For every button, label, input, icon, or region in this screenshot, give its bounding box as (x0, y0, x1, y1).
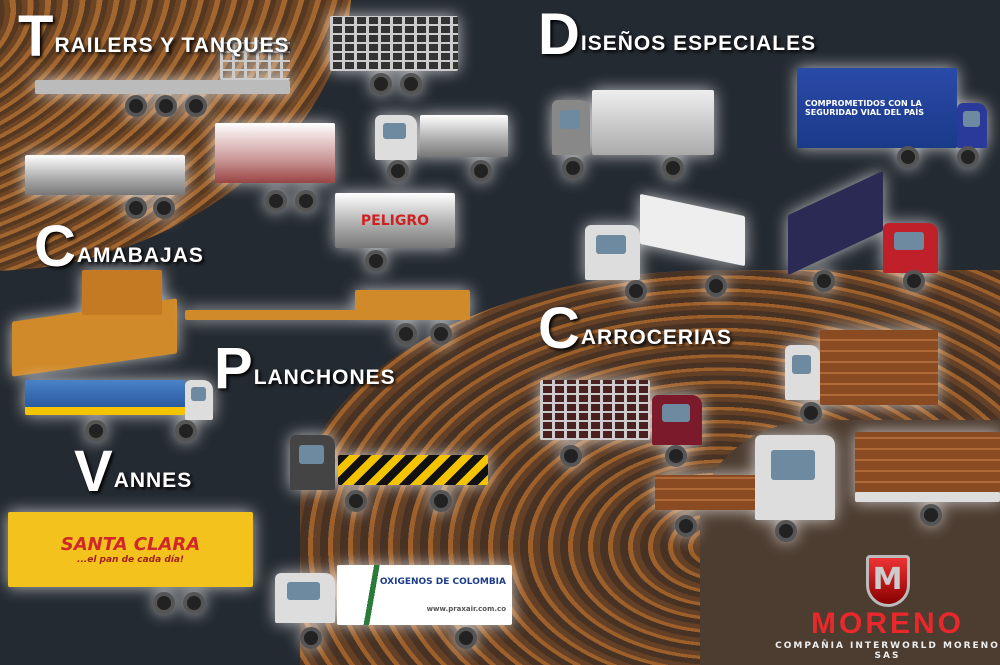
stake-bed-truck-image (540, 375, 705, 485)
oxigenos-label: OXIGENOS DE COLOMBIA (379, 577, 506, 587)
heading-rest: ANNES (113, 469, 193, 492)
shield-logo-icon: M (865, 555, 910, 607)
heading-rest: LANCHONES (253, 366, 396, 389)
heading-camabajas: CAMABAJAS (34, 218, 204, 276)
tanker-label: PELIGRO (360, 212, 430, 229)
heading-vannes: VANNES (74, 443, 192, 501)
tanker-truck-image (375, 110, 510, 185)
heading-initial: D (538, 2, 581, 67)
heading-initial: T (18, 4, 55, 69)
heading-rest: RAILERS Y TANQUES (54, 34, 290, 57)
logo-mark: M (872, 562, 903, 597)
company-tagline: COMPAÑIA INTERWORLD MORENO SAS (775, 641, 1000, 661)
van-slogan-text: ...el pan de cada día! (76, 555, 185, 565)
heading-initial: V (74, 439, 114, 504)
heading-initial: C (538, 296, 581, 361)
tank-trailer-image (25, 155, 190, 220)
curtain-side-truck-image: COMPROMETIDOS CON LA SEGURIDAD VIAL DEL … (797, 68, 992, 168)
heading-carrocerias: CARROCERIAS (538, 300, 732, 358)
lowboy-trailer-image (185, 285, 475, 355)
heading-planchones: PLANCHONES (214, 340, 396, 398)
hazmat-tank-trailer-image (205, 118, 335, 223)
tipper-truck-image (585, 193, 750, 305)
heading-initial: P (214, 336, 254, 401)
santa-clara-van-trailer-image: SANTA CLARA ...el pan de cada día! (8, 512, 253, 622)
heading-trailers-y-tanques: TRAILERS Y TANQUES (18, 8, 290, 66)
peligro-tanker-image: PELIGRO (335, 188, 460, 278)
cattle-trailer-image (330, 8, 460, 103)
heading-rest: AMABAJAS (76, 244, 204, 267)
website-text: www.praxair.com.co (426, 605, 506, 613)
lowboy-ramp-image (12, 265, 182, 377)
heading-disenos-especiales: DISEÑOS ESPECIALES (538, 6, 816, 64)
flatbed-crane-truck-image (25, 375, 215, 450)
moreno-logo: M MORENO COMPAÑIA INTERWORLD MORENO SAS (775, 555, 1000, 661)
heading-rest: ARROCERIAS (580, 326, 733, 349)
van-brand-text: SANTA CLARA (60, 534, 201, 555)
heading-initial: C (34, 214, 77, 279)
dump-box-truck-image (552, 85, 717, 185)
wood-side-truck-image (785, 320, 940, 430)
flatbed-trailer-image (30, 40, 295, 130)
heading-rest: ISEÑOS ESPECIALES (580, 32, 817, 55)
wood-stake-body-image (855, 432, 1000, 532)
white-cab-wood-bed-truck-image (655, 435, 840, 550)
flatbed-truck-image (290, 420, 490, 520)
oxigenos-box-truck-image: OXIGENOS DE COLOMBIA www.praxair.com.co (275, 565, 515, 657)
red-dump-truck-image (788, 170, 943, 298)
brand-name: MORENO (811, 607, 964, 640)
curtain-slogan-text: COMPROMETIDOS CON LA SEGURIDAD VIAL DEL … (805, 99, 924, 117)
